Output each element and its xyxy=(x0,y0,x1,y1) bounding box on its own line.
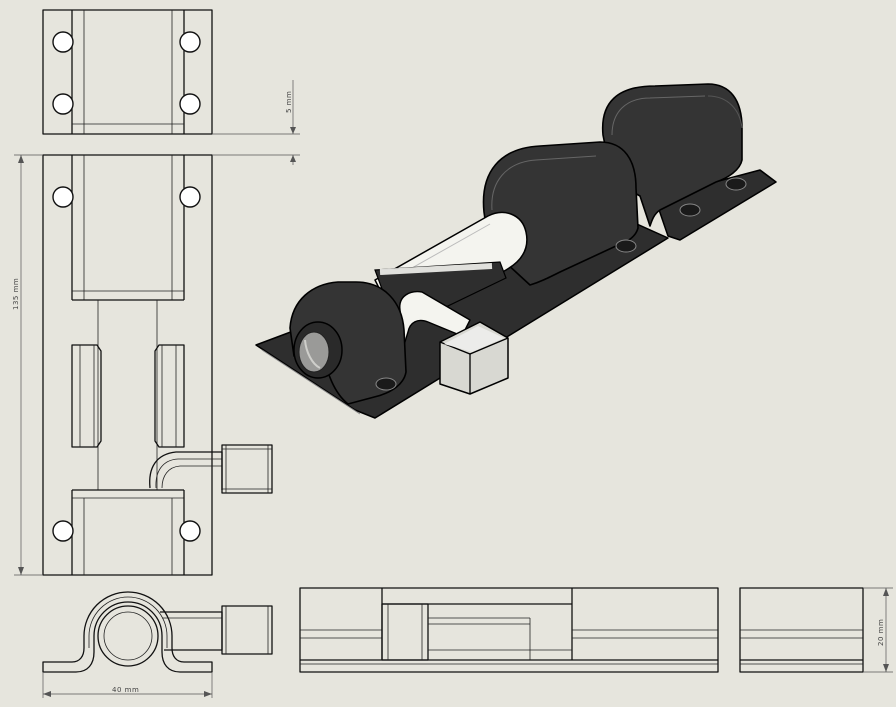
mounting-hole xyxy=(52,31,74,53)
front-bracket xyxy=(289,281,407,405)
mounting-hole xyxy=(179,93,201,115)
mounting-hole xyxy=(179,186,201,208)
iso-hole xyxy=(615,239,637,253)
bolt-front-view xyxy=(42,154,273,576)
dimension-gap: 5 mm xyxy=(212,80,300,165)
mounting-hole xyxy=(179,31,201,53)
length-dimension-label: 135 mm xyxy=(12,278,20,310)
bolt-end-view xyxy=(42,591,273,673)
width-dimension-label: 40 mm xyxy=(112,686,139,694)
dimension-length: 135 mm xyxy=(12,154,43,576)
mounting-hole xyxy=(52,93,74,115)
mounting-hole xyxy=(52,186,74,208)
gap-dimension-label: 5 mm xyxy=(285,91,293,113)
iso-hole xyxy=(375,377,397,391)
keeper-top-view xyxy=(42,9,213,135)
dimension-height: 20 mm xyxy=(863,587,893,673)
iso-hole xyxy=(679,203,701,217)
keeper-side-view xyxy=(739,587,864,673)
keeper-bracket xyxy=(601,83,743,227)
mounting-hole xyxy=(179,520,201,542)
dimension-width: 40 mm xyxy=(42,672,213,698)
iso-hole xyxy=(725,177,747,191)
isometric-view xyxy=(255,83,777,419)
mounting-hole xyxy=(52,520,74,542)
keeper-base-plate xyxy=(654,169,777,241)
bolt-side-view xyxy=(299,587,719,673)
height-dimension-label: 20 mm xyxy=(877,619,885,646)
bolt-handle xyxy=(399,290,471,346)
